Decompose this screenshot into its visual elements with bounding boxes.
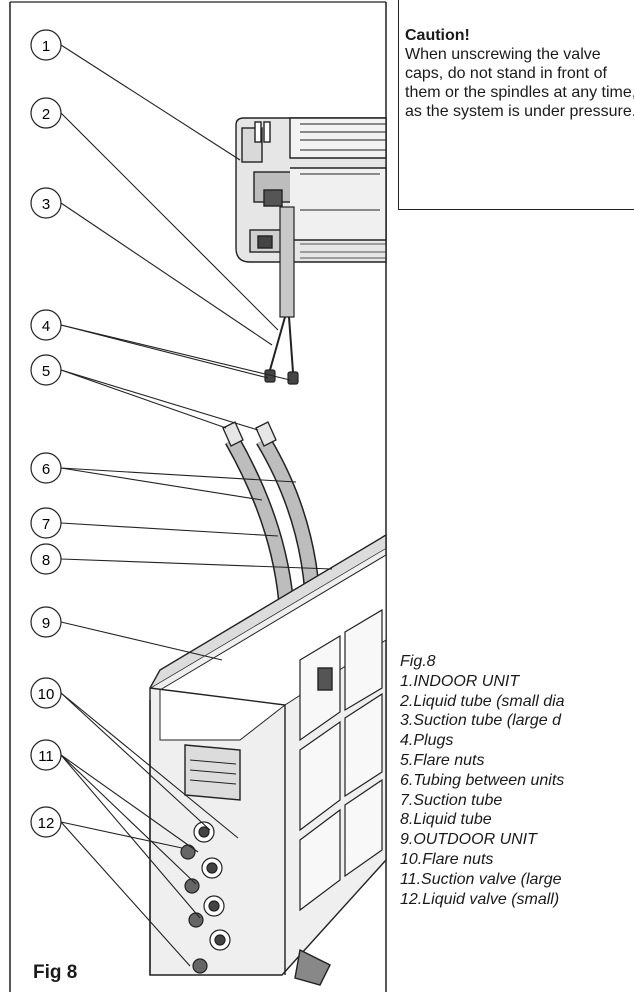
callout-9-label: 9 [42, 615, 50, 632]
callout-12-label: 12 [38, 815, 55, 832]
callout-3: 3 [30, 187, 62, 219]
indoor-pipes [264, 206, 299, 385]
callout-6: 6 [30, 452, 62, 484]
indoor-unit [235, 117, 387, 263]
callout-8-label: 8 [42, 552, 50, 569]
legend-item-3: 3.Suction tube (large d [400, 712, 561, 730]
outdoor-unit [149, 533, 387, 986]
legend-item-5: 5.Flare nuts [400, 751, 485, 769]
callout-4: 4 [30, 309, 62, 341]
legend-item-6: 6.Tubing between units [400, 771, 565, 789]
legend-item-8: 8.Liquid tube [400, 811, 492, 829]
callout-1: 1 [30, 29, 62, 61]
legend-item-2: 2.Liquid tube (small dia [400, 692, 565, 710]
callout-5-label: 5 [42, 363, 50, 380]
legend-item-4: 4.Plugs [400, 732, 454, 750]
caution-title: Caution! [405, 27, 470, 44]
callout-5: 5 [30, 354, 62, 386]
callout-2: 2 [30, 97, 62, 129]
leader-lines [60, 44, 333, 967]
callout-3-label: 3 [42, 196, 50, 213]
legend-item-10: 10.Flare nuts [400, 850, 494, 868]
legend: Fig.8 1.INDOOR UNIT 2.Liquid tube (small… [400, 652, 565, 909]
callout-1-label: 1 [42, 38, 50, 55]
legend-item-1: 1.INDOOR UNIT [400, 672, 520, 690]
callout-7-label: 7 [42, 516, 50, 533]
callout-10: 10 [30, 677, 62, 709]
legend-item-12: 12.Liquid valve (small) [400, 890, 560, 908]
callout-10-label: 10 [38, 686, 55, 703]
caution-text: When unscrewing the valve caps, do not s… [405, 46, 634, 120]
callouts: 1 2 3 4 5 6 7 8 9 10 11 12 [30, 29, 62, 838]
callout-4-label: 4 [42, 318, 50, 335]
callout-2-label: 2 [42, 106, 50, 123]
callout-11: 11 [30, 739, 62, 771]
figure-label: Fig 8 [33, 962, 78, 983]
legend-title: Fig.8 [400, 653, 436, 670]
callout-11-label: 11 [38, 748, 54, 765]
callout-7: 7 [30, 507, 62, 539]
legend-item-9: 9.OUTDOOR UNIT [400, 831, 537, 849]
caution-box: Caution! When unscrewing the valve caps,… [398, 0, 634, 210]
legend-item-11: 11.Suction valve (large [400, 870, 562, 888]
callout-6-label: 6 [42, 461, 50, 478]
legend-item-7: 7.Suction tube [400, 791, 503, 809]
callout-9: 9 [30, 606, 62, 638]
callout-8: 8 [30, 543, 62, 575]
callout-12: 12 [30, 806, 62, 838]
